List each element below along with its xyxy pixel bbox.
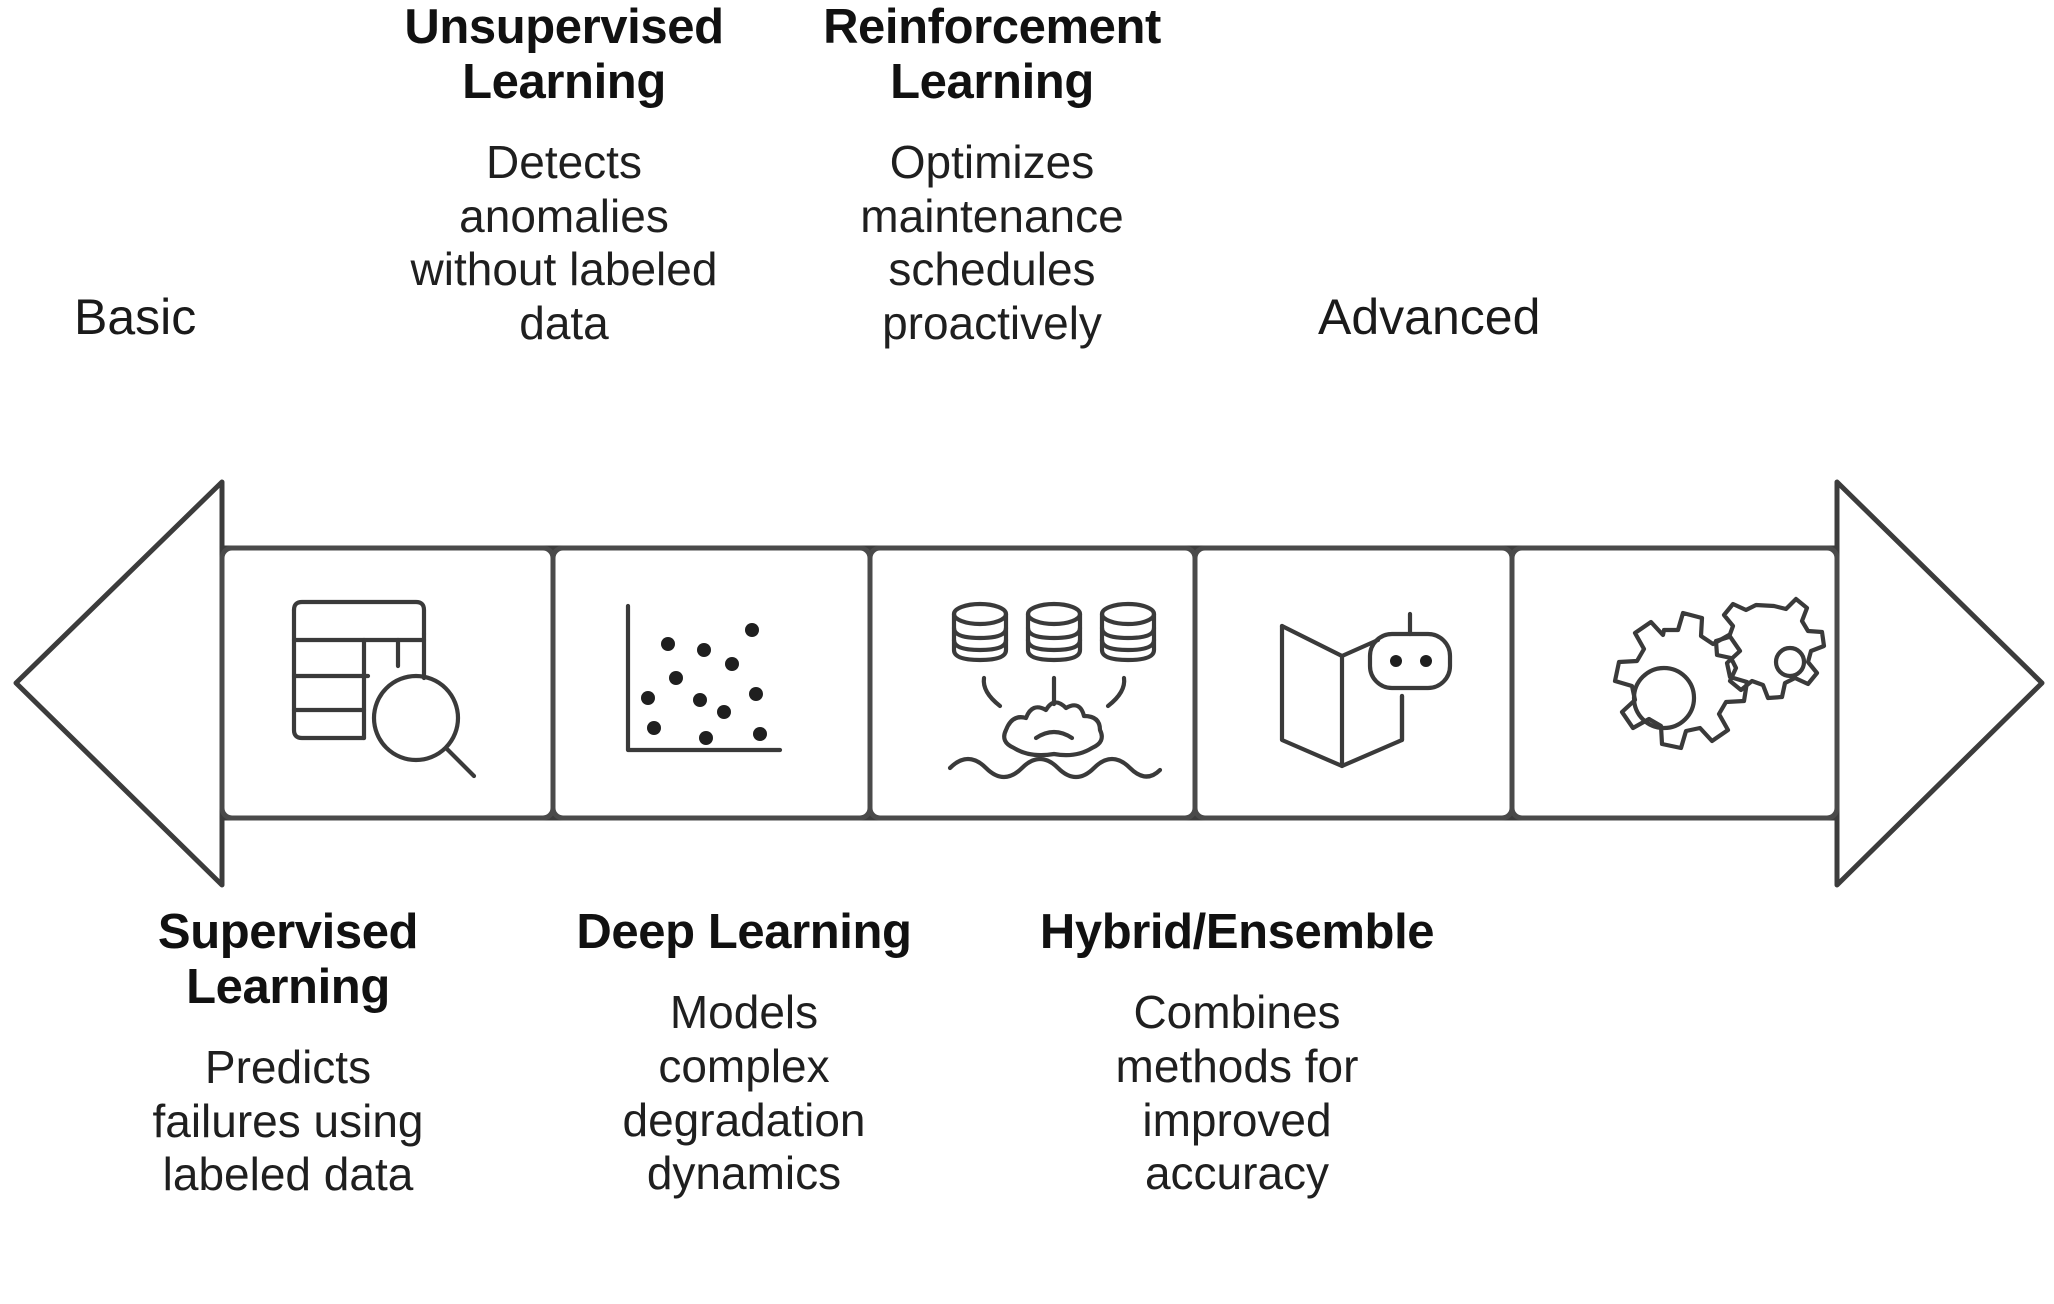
gears-icon xyxy=(1612,596,1827,751)
stage-cell-1[interactable] xyxy=(219,545,556,821)
stage-desc-line1: Models xyxy=(669,985,819,1038)
stage-desc-line3: improved xyxy=(1142,1093,1332,1146)
stage-label-reinforcement-learning[interactable]: Reinforcement Learning Optimizes mainten… xyxy=(800,0,1184,351)
stage-cell-3[interactable] xyxy=(867,545,1198,821)
double-arrow-outline xyxy=(13,479,225,888)
stage-desc-line2: failures using xyxy=(152,1094,424,1147)
stage-title-line1: Hybrid/Ensemble xyxy=(1039,905,1435,959)
stage-title-line1: Supervised xyxy=(157,905,419,959)
scale-label-basic: Basic xyxy=(74,289,197,345)
stage-title-line1: Unsupervised xyxy=(404,0,724,54)
stage-title-line1: Deep Learning xyxy=(576,905,912,959)
stage-label-unsupervised-learning[interactable]: Unsupervised Learning Detects anomalies … xyxy=(372,0,756,351)
stage-desc-line2: methods for xyxy=(1115,1039,1359,1092)
stage-desc-line1: Predicts xyxy=(204,1040,372,1093)
stage-desc-line3: labeled data xyxy=(162,1148,414,1201)
stage-desc-line4: proactively xyxy=(882,297,1102,350)
spacer xyxy=(800,110,1184,136)
stage-desc-line3: degradation xyxy=(622,1093,866,1146)
stage-cell-4[interactable] xyxy=(1192,545,1515,821)
stage-title-line2: Learning xyxy=(186,959,390,1014)
stage-label-hybrid-ensemble[interactable]: Hybrid/Ensemble Combines methods for imp… xyxy=(1012,905,1462,1201)
stage-desc-line1: Detects xyxy=(486,135,642,188)
scatter-plot-icon xyxy=(625,603,783,753)
scale-label-advanced: Advanced xyxy=(1318,289,1541,345)
stage-desc-line2: anomalies xyxy=(459,189,669,242)
stage-desc-line2: complex xyxy=(658,1039,830,1092)
stage-desc-line4: accuracy xyxy=(1144,1147,1330,1200)
stage-desc-line4: dynamics xyxy=(646,1147,842,1200)
stage-desc-line2: maintenance xyxy=(860,189,1124,242)
table-search-icon xyxy=(291,599,477,779)
stage-desc-line1: Combines xyxy=(1133,985,1341,1038)
stage-cell-5[interactable] xyxy=(1509,545,1840,821)
stage-desc-line3: without labeled xyxy=(410,243,718,296)
stage-desc-line3: schedules xyxy=(888,243,1096,296)
stage-desc-line1: Optimizes xyxy=(889,135,1095,188)
stage-label-deep-learning[interactable]: Deep Learning Models complex degradation… xyxy=(560,905,928,1201)
map-robot-icon xyxy=(1279,611,1453,769)
stage-desc-line4: data xyxy=(519,297,609,350)
spacer xyxy=(560,960,928,986)
data-lake-icon xyxy=(947,601,1163,780)
stage-title-line1: Reinforcement xyxy=(823,0,1161,54)
spacer xyxy=(1012,960,1462,986)
stage-title-line2: Learning xyxy=(890,54,1094,109)
spacer xyxy=(92,1015,484,1041)
double-arrow-outline-right xyxy=(1834,479,2045,888)
stage-title-line2: Learning xyxy=(462,54,666,109)
stage-label-supervised-learning[interactable]: Supervised Learning Predicts failures us… xyxy=(92,905,484,1202)
spacer xyxy=(372,110,756,136)
stage-cell-2[interactable] xyxy=(550,545,873,821)
